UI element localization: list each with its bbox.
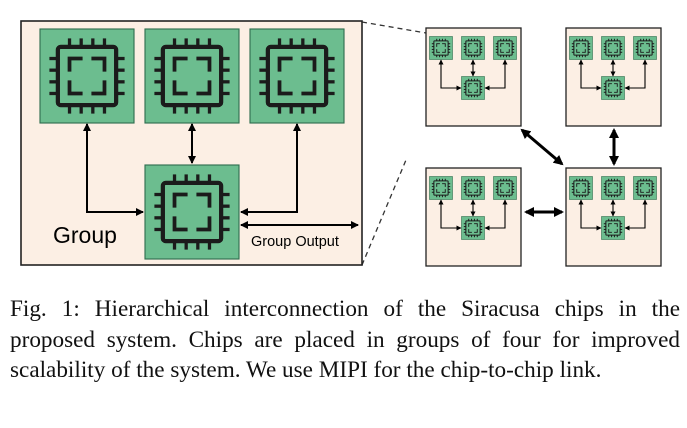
chip-icon [601, 76, 625, 100]
chip-icon [429, 36, 453, 60]
group-box-small [565, 27, 662, 127]
link-right-chip [240, 123, 301, 216]
chip-icon [601, 176, 625, 200]
chip-icon [461, 176, 485, 200]
chip-icon [633, 176, 657, 200]
chip-icon [249, 28, 345, 124]
chip-icon [601, 36, 625, 60]
hierarchical-interconnect-diagram: Group Group Output [20, 20, 662, 267]
chip-icon [39, 28, 135, 124]
chip-icon [144, 28, 240, 124]
chip-icon [633, 36, 657, 60]
group-output-label: Group Output [251, 234, 339, 250]
link-left-chip [438, 59, 462, 91]
zoom-line-bottom [361, 159, 407, 266]
group-label: Group [53, 222, 117, 248]
chip-icon [144, 164, 240, 260]
chip-icon [569, 176, 593, 200]
chip-icon [601, 216, 625, 240]
link-left-chip [578, 199, 602, 231]
group-box-small [565, 167, 662, 267]
group-box: Group Group Output [20, 20, 363, 266]
link-left-chip [578, 59, 602, 91]
link-right-chip [624, 59, 648, 91]
chip-icon [493, 176, 517, 200]
group-box-small [425, 27, 522, 127]
link-left-chip [438, 199, 462, 231]
chip-icon [429, 176, 453, 200]
link-right-chip [484, 59, 508, 91]
chip-icon [569, 36, 593, 60]
chip-icon [461, 216, 485, 240]
chip-icon [461, 76, 485, 100]
group-box-small [425, 167, 522, 267]
small-groups [425, 27, 662, 267]
chip-icon [461, 36, 485, 60]
zoom-line-top [361, 21, 427, 34]
group-link-diagonal [520, 128, 564, 166]
link-right-chip [484, 199, 508, 231]
figure-caption: Fig. 1: Hierarchical interconnection of … [10, 296, 680, 383]
link-right-chip [624, 199, 648, 231]
chip-icon [493, 36, 517, 60]
link-left-chip [83, 123, 144, 216]
